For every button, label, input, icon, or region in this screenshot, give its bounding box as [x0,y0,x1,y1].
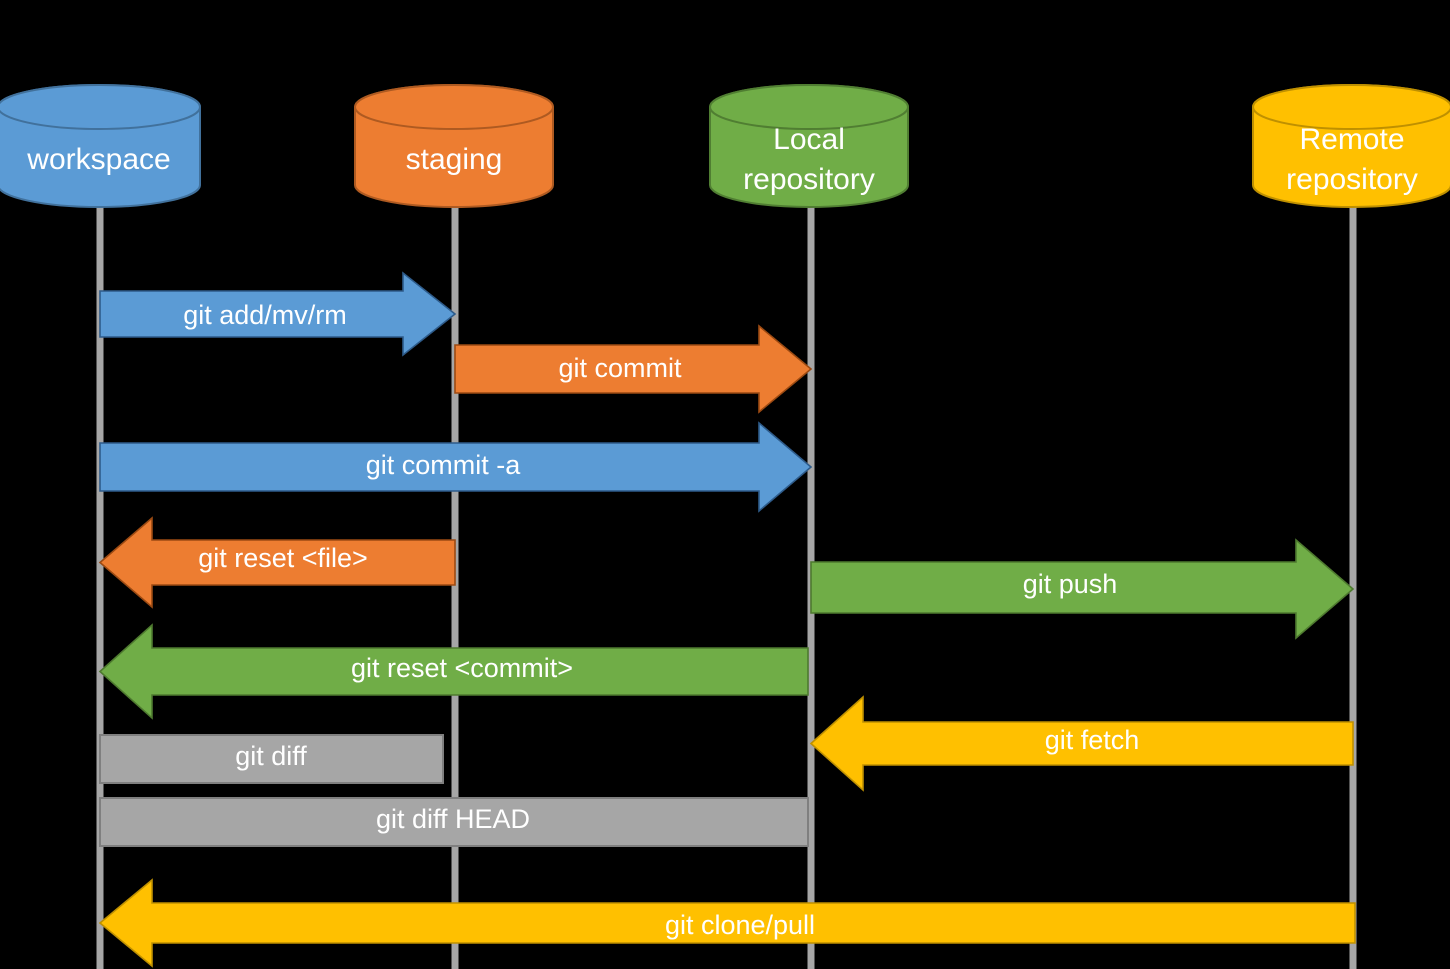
arrow-git-push[interactable] [810,538,1355,640]
cylinder-top-local-repository [709,84,909,130]
node-remote-repository[interactable] [1252,84,1450,208]
arrow-git-reset-file[interactable] [98,516,456,609]
bars-group [99,734,809,847]
cylinder-top-staging [354,84,554,130]
arrow-git-fetch[interactable] [809,695,1354,792]
arrow-git-add[interactable] [99,271,457,357]
arrow-git-commit[interactable] [454,324,813,414]
nodes-group [0,84,1450,208]
lifeline-workspace [96,200,104,969]
lifeline-remote-repository [1349,200,1357,969]
node-workspace[interactable] [0,84,201,208]
node-staging[interactable] [354,84,554,208]
arrow-git-commit-a[interactable] [99,421,813,513]
arrow-git-clone-pull[interactable] [98,878,1356,968]
cylinder-top-remote-repository [1252,84,1450,130]
node-local-repository[interactable] [709,84,909,208]
bar-git-diff-head[interactable] [99,797,809,847]
arrow-git-reset-commit[interactable] [98,623,809,720]
bar-git-diff[interactable] [99,734,444,784]
arrows-group [98,271,1356,968]
cylinder-top-workspace [0,84,201,130]
